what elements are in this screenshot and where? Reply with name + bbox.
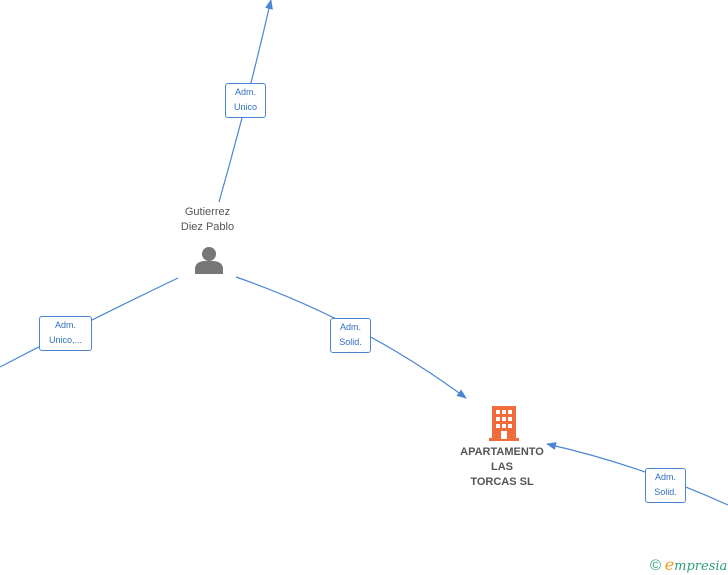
edge-right: [546, 442, 728, 506]
company-name-line1: APARTAMENTO: [460, 446, 544, 458]
edge-label-right: Adm. Solid.: [645, 468, 686, 503]
person-name[interactable]: Gutierrez Diez Pablo: [160, 205, 255, 235]
edge-label-top-role: Adm.: [234, 87, 256, 97]
edge-label-left-type: Unico,...: [48, 335, 82, 345]
edge-label-top-type: Unico: [233, 102, 257, 112]
copyright-symbol: ©: [650, 557, 662, 574]
edge-label-left: Adm. Unico,...: [39, 316, 92, 351]
person-name-line1: Gutierrez: [184, 206, 231, 218]
person-icon[interactable]: [194, 245, 224, 274]
edge-label-top: Adm. Unico: [225, 83, 266, 118]
edge-label-middle-type: Solid.: [339, 337, 362, 347]
edge-label-right-type: Solid.: [654, 487, 677, 497]
brand-logo: © empresia: [650, 555, 727, 574]
brand-wordmark: mpresia: [674, 559, 728, 574]
edge-label-middle-role: Adm.: [339, 322, 361, 332]
brand-initial: e: [664, 555, 675, 574]
company-name[interactable]: APARTAMENTO LAS TORCAS SL: [447, 445, 557, 490]
edge-label-middle: Adm. Solid.: [330, 318, 371, 353]
company-name-line3: TORCAS SL: [470, 476, 534, 488]
building-icon[interactable]: [488, 405, 520, 441]
person-name-line2: Diez Pablo: [180, 221, 235, 233]
company-name-line2: LAS: [491, 461, 513, 473]
edge-label-right-role: Adm.: [654, 472, 676, 482]
edge-label-left-role: Adm.: [54, 320, 76, 330]
